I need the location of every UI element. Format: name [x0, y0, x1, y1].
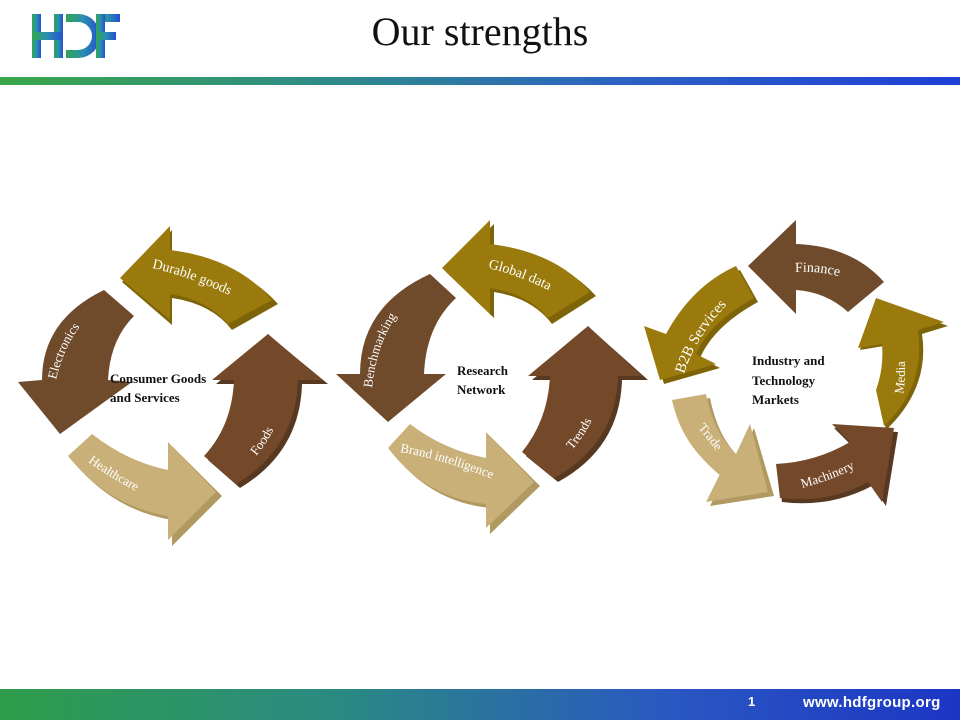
- center-label-line: and Services: [110, 390, 180, 405]
- center-label-line: Consumer Goods: [110, 371, 206, 386]
- arrow-electronics: [18, 290, 134, 434]
- cycle-industry-technology: Finance Media Machinery Trade B2B Servic…: [644, 220, 948, 506]
- arrow-healthcare: [68, 434, 222, 546]
- arrow-brand-intelligence: [388, 424, 540, 534]
- website-url: www.hdfgroup.org: [803, 694, 941, 711]
- cycle-research-network: Global data Benchmarking Trends Brand in…: [336, 220, 648, 534]
- center-label-line: Technology: [752, 373, 816, 388]
- center-label-line: Network: [457, 382, 506, 397]
- arrow-trends: [522, 326, 648, 482]
- center-label-line: Industry and: [752, 353, 825, 368]
- arrow-benchmarking: [336, 274, 456, 422]
- arrow-trade: [672, 394, 774, 506]
- page-number: 1: [748, 694, 755, 709]
- center-label-line: Research: [457, 363, 509, 378]
- arrow-label: Media: [891, 361, 908, 395]
- center-label-line: Markets: [752, 392, 799, 407]
- arrow-foods: [204, 334, 328, 488]
- cycle-consumer-goods: Durable goods Electronics Foods Healthca…: [18, 226, 328, 546]
